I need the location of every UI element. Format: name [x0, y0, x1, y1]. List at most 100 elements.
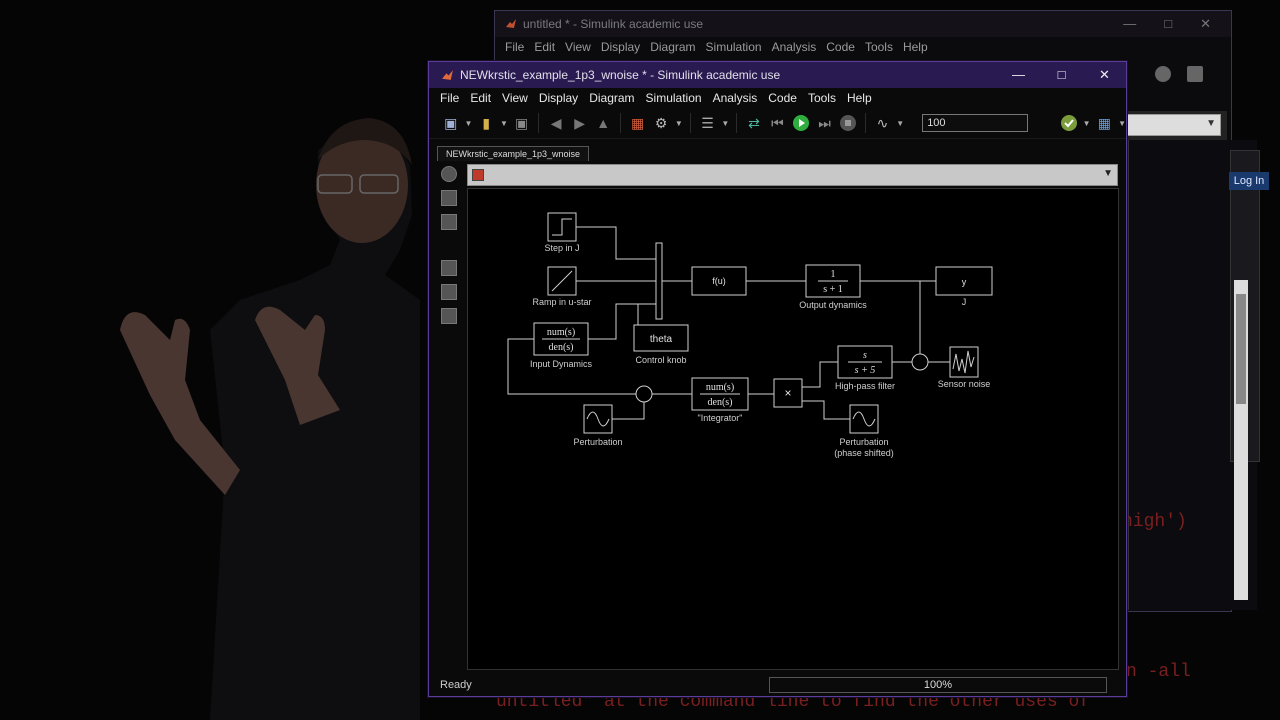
output-den: s + 1 — [823, 284, 843, 295]
product-text: × — [784, 386, 791, 400]
new-model-icon[interactable]: ▣ — [444, 114, 458, 131]
menu-code[interactable]: Code — [826, 40, 855, 54]
menu-tools[interactable]: Tools — [864, 40, 893, 54]
block-diagram[interactable]: Step in J Ramp in u-star f(u) 1 s + 1 — [468, 189, 1118, 669]
menu-view[interactable]: View — [565, 40, 591, 54]
high-pass-filter-block[interactable]: s s + 5 High-pass filter — [835, 345, 895, 391]
chevron-down-icon[interactable]: ▼ — [674, 118, 683, 128]
settings-gear-icon[interactable]: ⚙ — [654, 114, 668, 131]
save-icon[interactable]: ▣ — [515, 114, 529, 131]
maximize-icon[interactable]: □ — [1164, 16, 1173, 31]
input-num: num(s) — [547, 327, 575, 338]
menu-display[interactable]: Display — [600, 40, 641, 54]
stop-icon[interactable] — [838, 113, 858, 133]
command-text-line-2: n -all — [1126, 662, 1191, 682]
minimize-icon[interactable]: — — [1123, 16, 1137, 31]
signal-lines — [507, 226, 950, 420]
menu-simulation[interactable]: Simulation — [705, 40, 762, 54]
check-icon[interactable] — [1155, 66, 1171, 82]
up-icon[interactable]: ▲ — [596, 115, 611, 131]
step-label: Step in J — [544, 243, 579, 253]
stop-time-input[interactable]: 100 — [922, 114, 1028, 132]
open-folder-icon[interactable]: ▮ — [482, 114, 491, 131]
step-back-icon[interactable]: ⏮ — [771, 114, 784, 131]
model-icon — [472, 169, 484, 181]
tab-model[interactable]: NEWkrstic_example_1p3_wnoise — [437, 146, 590, 161]
back-icon[interactable]: ◀ — [550, 114, 562, 131]
perturbation-phase-shifted-block[interactable]: Perturbation (phase shifted) — [834, 404, 894, 458]
annotation-icon[interactable] — [441, 260, 457, 276]
close-icon[interactable]: ✕ — [1200, 16, 1211, 31]
chevron-down-icon[interactable]: ▼ — [896, 118, 905, 128]
mux-block[interactable] — [655, 242, 663, 320]
sum-block-noise[interactable] — [911, 353, 929, 371]
product-block[interactable]: × — [773, 378, 803, 408]
fcn-block[interactable]: f(u) — [691, 266, 747, 296]
input-dynamics-block[interactable]: num(s) den(s) Input Dynamics — [530, 322, 593, 369]
model-tab-row: NEWkrstic_example_1p3_wnoise — [437, 144, 590, 161]
minimize-button[interactable]: — — [1012, 67, 1025, 82]
chevron-down-icon[interactable]: ▼ — [1118, 118, 1126, 128]
y-output-block[interactable]: y J — [935, 266, 993, 307]
sum-block-feedback[interactable] — [635, 385, 653, 403]
side-scrollbar[interactable] — [1234, 280, 1248, 600]
chevron-down-icon[interactable]: ▼ — [1103, 168, 1113, 179]
menu-simulation[interactable]: Simulation — [645, 91, 702, 105]
login-button[interactable]: Log In — [1229, 172, 1269, 190]
integrator-block[interactable]: num(s) den(s) "Integrator" — [691, 377, 749, 423]
update-icon[interactable]: ⇄ — [748, 114, 760, 131]
chevron-down-icon[interactable]: ▼ — [721, 118, 730, 128]
menu-diagram[interactable]: Diagram — [650, 40, 696, 54]
grid-icon[interactable]: ▦ — [1097, 114, 1111, 131]
menu-file[interactable]: File — [440, 91, 460, 105]
background-dropdown[interactable] — [1125, 114, 1221, 136]
scope-icon[interactable]: ∿ — [876, 114, 889, 131]
zoom-icon[interactable] — [441, 190, 457, 206]
main-simulink-window[interactable]: NEWkrstic_example_1p3_wnoise * - Simulin… — [428, 61, 1127, 697]
menu-file[interactable]: File — [505, 40, 525, 54]
theta-block[interactable]: theta Control knob — [633, 324, 689, 365]
forward-icon[interactable]: ▶ — [574, 114, 586, 131]
ramp-block[interactable]: Ramp in u-star — [532, 266, 592, 307]
toolbar-separator — [689, 113, 691, 133]
step-block[interactable]: Step in J — [544, 212, 580, 253]
sensor-noise-block[interactable]: Sensor noise — [938, 346, 991, 389]
menu-code[interactable]: Code — [768, 91, 797, 105]
run-icon[interactable] — [791, 113, 811, 133]
fit-view-icon[interactable] — [441, 214, 457, 230]
y-label: J — [962, 297, 967, 307]
perturbation-block[interactable]: Perturbation — [573, 404, 623, 447]
menu-analysis[interactable]: Analysis — [712, 91, 758, 105]
library-icon[interactable]: ▦ — [631, 114, 645, 131]
explorer-bar[interactable]: ▼ — [467, 164, 1118, 186]
menu-analysis[interactable]: Analysis — [771, 40, 817, 54]
y-text: y — [962, 277, 967, 287]
image-icon[interactable] — [441, 284, 457, 300]
arrow-icon[interactable] — [441, 238, 455, 252]
scrollbar-thumb[interactable] — [1236, 294, 1246, 404]
check-icon[interactable] — [1059, 113, 1079, 133]
maximize-button[interactable]: □ — [1057, 67, 1066, 82]
menu-view[interactable]: View — [502, 91, 528, 105]
menu-display[interactable]: Display — [538, 91, 579, 105]
menu-help[interactable]: Help — [846, 91, 872, 105]
area-icon[interactable] — [441, 308, 457, 324]
menu-diagram[interactable]: Diagram — [589, 91, 635, 105]
model-canvas[interactable]: Step in J Ramp in u-star f(u) 1 s + 1 — [467, 188, 1119, 670]
menu-help[interactable]: Help — [902, 40, 928, 54]
grid-icon[interactable] — [1187, 66, 1203, 82]
model-explorer-icon[interactable]: ☰ — [701, 114, 714, 131]
chevron-down-icon[interactable]: ▼ — [1082, 118, 1091, 128]
step-forward-icon[interactable]: ⏭ — [818, 114, 831, 131]
output-dynamics-block[interactable]: 1 s + 1 Output dynamics — [799, 264, 867, 310]
command-text-line-3: untitled" at the command line to find th… — [496, 692, 1091, 712]
menu-edit[interactable]: Edit — [470, 91, 492, 105]
menu-tools[interactable]: Tools — [807, 91, 836, 105]
left-palette — [441, 166, 461, 324]
chevron-down-icon[interactable]: ▼ — [464, 118, 473, 128]
menu-edit[interactable]: Edit — [534, 40, 556, 54]
close-button[interactable]: ✕ — [1099, 67, 1110, 82]
chevron-down-icon[interactable]: ▼ — [499, 118, 508, 128]
hide-explorer-icon[interactable] — [441, 166, 457, 182]
main-menu-bar: File Edit View Display Diagram Simulatio… — [429, 88, 1126, 108]
